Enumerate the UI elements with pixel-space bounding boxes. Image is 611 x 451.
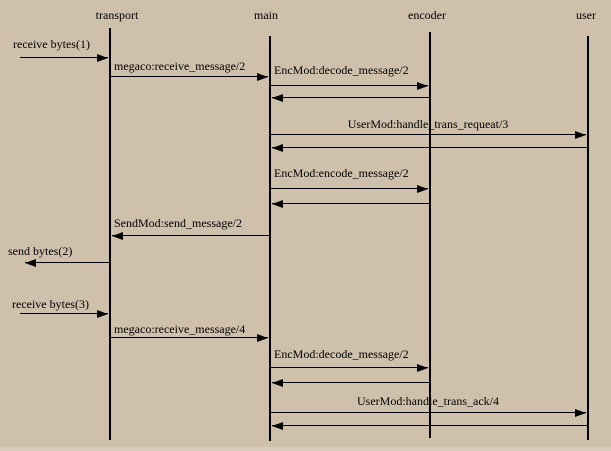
- message-label: send bytes(2): [8, 244, 73, 258]
- message-line: [272, 382, 430, 383]
- message-line: [270, 188, 428, 189]
- arrowhead-icon: [257, 73, 268, 81]
- arrowhead-icon: [272, 422, 283, 430]
- message-line: [272, 203, 430, 204]
- message-label: receive bytes(3): [12, 297, 89, 311]
- arrowhead-icon: [417, 364, 428, 372]
- lifeline-encoder: [429, 32, 431, 438]
- message-label: megaco:receive_message/2: [114, 59, 246, 73]
- message-label: SendMod:send_message/2: [114, 216, 242, 230]
- message-line: [272, 97, 430, 98]
- lifeline-user: [587, 36, 589, 440]
- arrowhead-icon: [575, 131, 586, 139]
- arrowhead-icon: [112, 232, 123, 240]
- arrowhead-icon: [417, 185, 428, 193]
- arrowhead-icon: [257, 334, 268, 342]
- lifeline-label-user: user: [576, 8, 596, 22]
- bottom-edge-strip: [0, 447, 611, 451]
- message-label: megaco:receive_message/4: [114, 322, 246, 336]
- lifeline-label-main: main: [254, 8, 278, 22]
- message-line: [20, 57, 108, 58]
- lifeline-main: [269, 36, 271, 441]
- arrowhead-icon: [575, 409, 586, 417]
- message-line: [25, 262, 110, 263]
- arrowhead-icon: [272, 94, 283, 102]
- message-label: EncMod:encode_message/2: [274, 166, 409, 180]
- arrowhead-icon: [97, 54, 108, 62]
- message-line: [270, 412, 586, 413]
- arrowhead-icon: [272, 144, 283, 152]
- message-line: [272, 147, 588, 148]
- arrowhead-icon: [272, 200, 283, 208]
- message-line: [270, 367, 428, 368]
- message-line: [270, 134, 586, 135]
- message-label: EncMod:decode_message/2: [274, 63, 409, 77]
- message-label: UserMod:handle_trans_requeat/3: [347, 117, 509, 131]
- arrowhead-icon: [272, 379, 283, 387]
- arrowhead-icon: [25, 259, 36, 267]
- lifeline-label-encoder: encoder: [408, 8, 446, 22]
- message-label: EncMod:decode_message/2: [274, 347, 409, 361]
- message-line: [112, 235, 270, 236]
- arrowhead-icon: [97, 310, 108, 318]
- message-line: [110, 76, 268, 77]
- lifeline-transport: [109, 28, 111, 440]
- message-line: [110, 337, 268, 338]
- message-line: [272, 425, 588, 426]
- arrowhead-icon: [417, 82, 428, 90]
- lifeline-label-transport: transport: [95, 8, 139, 22]
- message-label: UserMod:handle_trans_ack/4: [357, 394, 499, 408]
- message-label: receive bytes(1): [13, 37, 90, 51]
- message-line: [270, 85, 428, 86]
- message-line: [20, 313, 108, 314]
